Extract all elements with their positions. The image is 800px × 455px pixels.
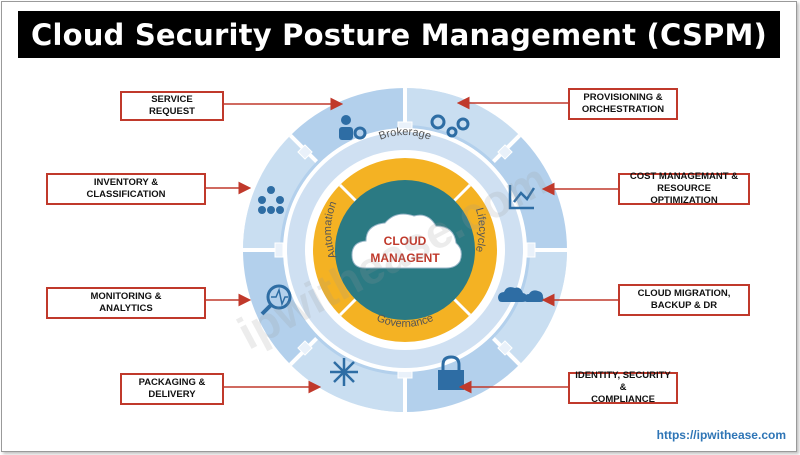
label-packaging: PACKAGING &DELIVERY [120, 373, 224, 405]
network-burst-icon [330, 358, 358, 386]
person-gear-icon [339, 115, 367, 140]
connector-arrows [205, 96, 620, 394]
process-ring-dividers [338, 183, 472, 317]
ring-connector-tabs [274, 121, 536, 379]
hierarchy-nodes-icon [258, 186, 284, 214]
center-label-line1: CLOUD [384, 234, 427, 248]
monitoring-magnifier-icon [260, 284, 292, 316]
label-provisioning: PROVISIONING &ORCHESTRATION [568, 88, 678, 120]
label-monitoring: MONITORING &ANALYTICS [46, 287, 206, 319]
label-identity-security: IDENTITY, SECURITY &COMPLIANCE [568, 370, 678, 405]
label-inventory: INVENTORY &CLASSIFICATION [46, 173, 206, 205]
center-label-line2: MANAGENT [370, 251, 440, 265]
page-title: Cloud Security Posture Management (CSPM) [30, 17, 768, 52]
growth-chart-icon [508, 185, 536, 210]
title-bar: Cloud Security Posture Management (CSPM) [18, 11, 780, 58]
cloud-shape [351, 213, 462, 269]
inner-ring-label-governance: Governance [375, 312, 435, 330]
gears-icon [430, 114, 470, 138]
cloud-transfer-icon [498, 287, 544, 302]
source-url: https://ipwithease.com [656, 428, 786, 442]
inner-ring-label-lifecycle: Lifecycle [473, 206, 488, 253]
label-cloud-migration: CLOUD MIGRATION,BACKUP & DR [618, 284, 750, 316]
lock-icon [438, 355, 464, 390]
inner-ring-label-automation: Automation [322, 200, 339, 261]
inner-ring-label-brokerage: Brokerage [377, 126, 433, 143]
label-cost-optimization: COST MANAGEMANT &RESOURCE OPTIMIZATION [618, 171, 750, 206]
